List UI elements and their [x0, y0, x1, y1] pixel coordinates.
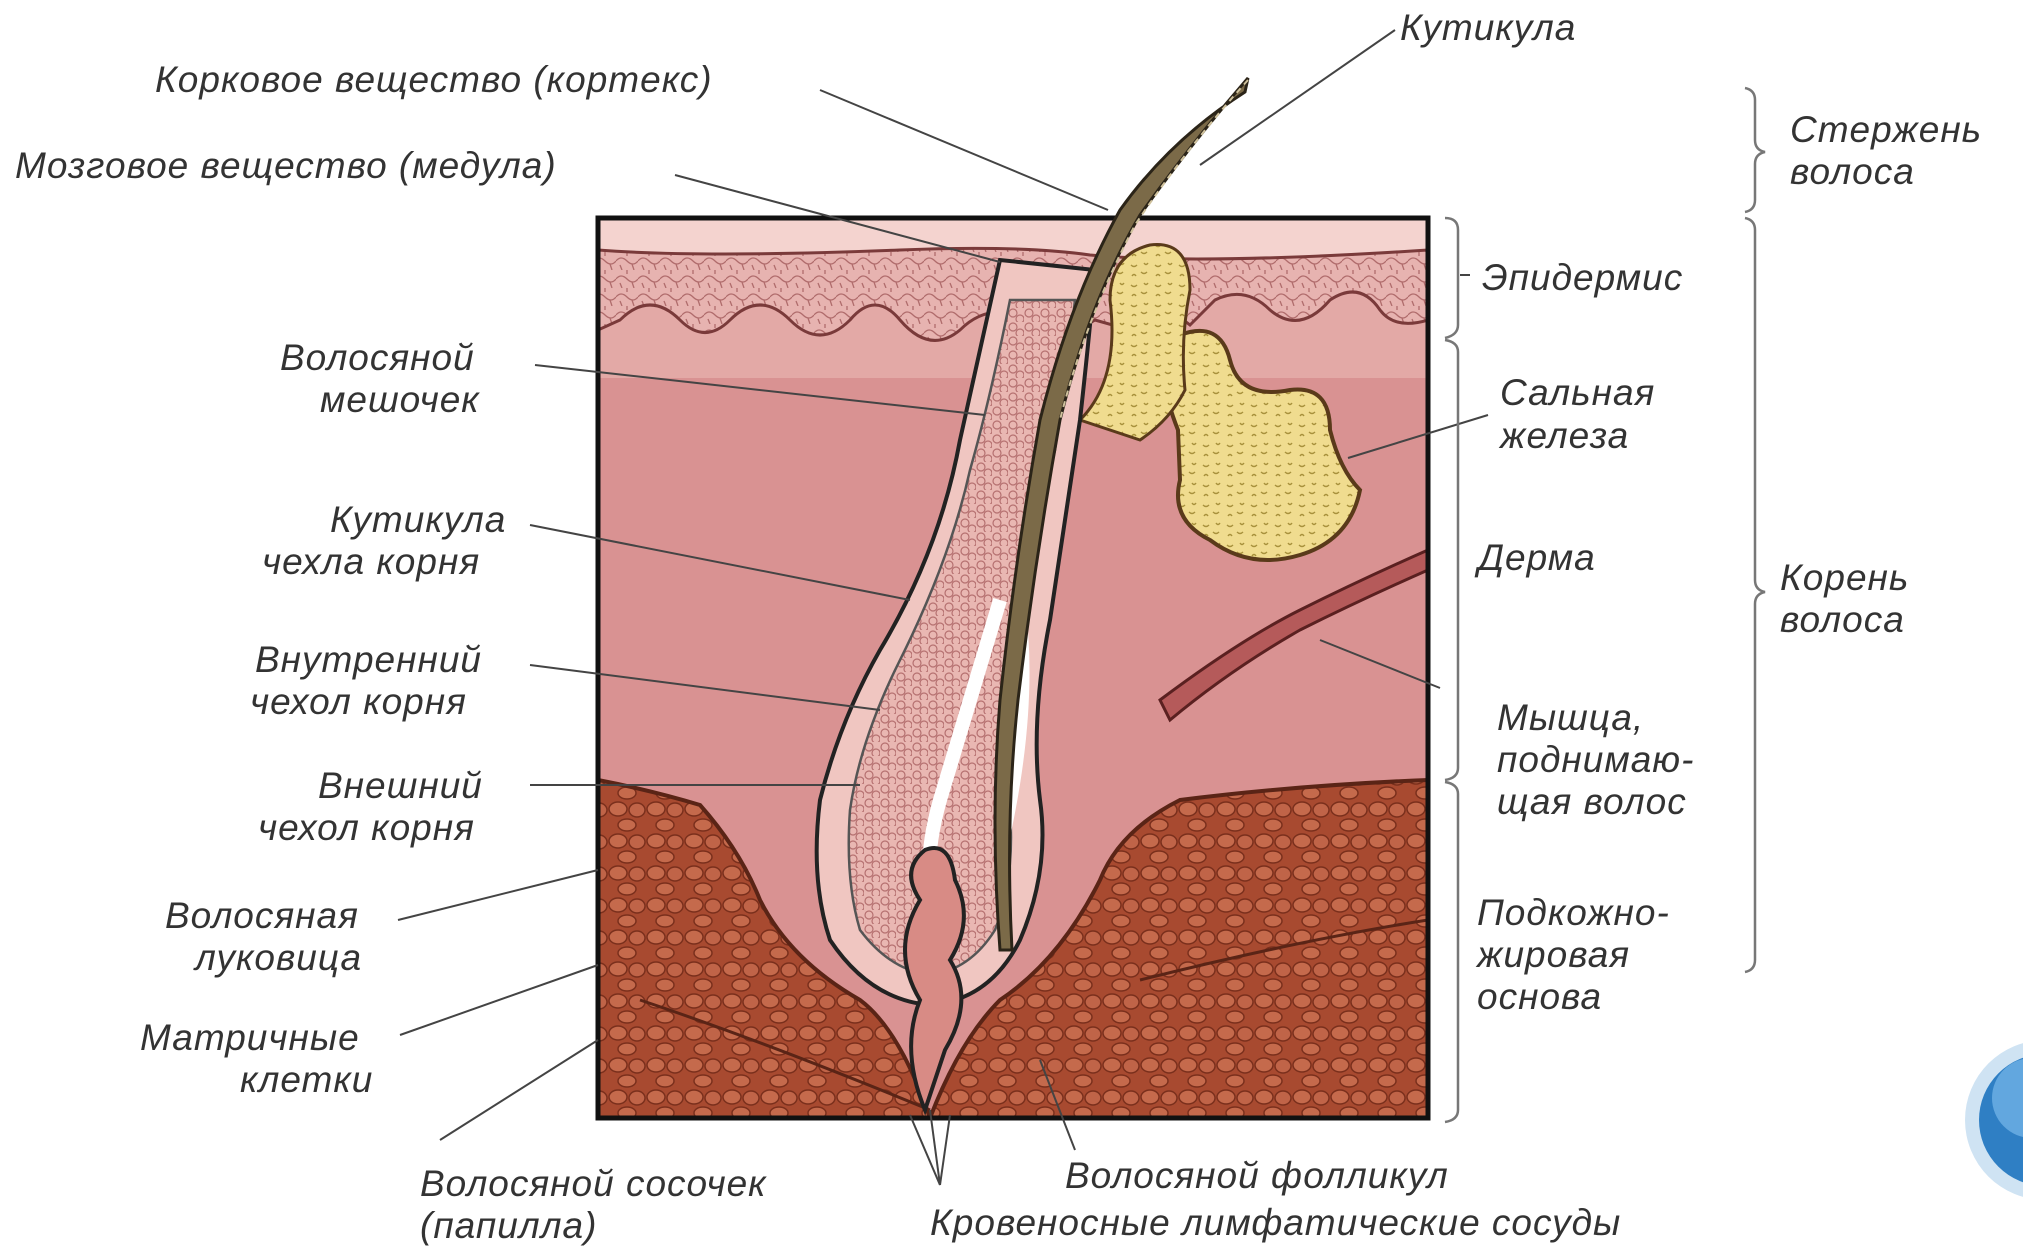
label-medulla: Мозговое вещество (медула) [15, 145, 557, 186]
label-epidermis: Эпидермис [1482, 257, 1683, 298]
label-dermis: Дерма [1474, 537, 1596, 578]
label-sebaceous-1: Сальная [1500, 372, 1655, 413]
label-muscle-2: поднимаю- [1497, 739, 1694, 780]
label-shaft-2: волоса [1790, 151, 1915, 192]
label-matrix-1: Матричные [140, 1017, 360, 1058]
label-vessels: Кровеносные лимфатические сосуды [930, 1202, 1621, 1243]
label-papilla-1: Волосяной сосочек [420, 1163, 767, 1204]
label-hair-sac-1: Волосяной [280, 337, 475, 378]
label-shaft-1: Стержень [1790, 109, 1982, 150]
label-outer-sheath-1: Внешний [318, 765, 483, 806]
label-cuticle: Кутикула [1400, 7, 1576, 48]
label-matrix-2: клетки [240, 1059, 373, 1100]
label-cortex: Корковое вещество (кортекс) [155, 59, 713, 100]
nav-orb-icon[interactable] [1965, 1040, 2023, 1200]
label-bulb-2: луковица [193, 937, 362, 978]
label-papilla-2: (папилла) [420, 1205, 597, 1246]
label-bulb-1: Волосяная [165, 895, 359, 936]
label-root-cuticle-2: чехла корня [262, 541, 480, 582]
label-hair-sac-2: мешочек [320, 379, 480, 420]
label-root-cuticle-1: Кутикула [330, 499, 506, 540]
label-root-1: Корень [1780, 557, 1909, 598]
label-root-2: волоса [1780, 599, 1905, 640]
label-subcut-2: жировая [1475, 934, 1630, 975]
label-muscle-3: щая волос [1497, 781, 1687, 822]
label-follicle: Волосяной фолликул [1065, 1155, 1449, 1196]
label-subcut-1: Подкожно- [1477, 892, 1670, 933]
label-sebaceous-2: железа [1498, 415, 1629, 456]
label-muscle-1: Мышца, [1497, 697, 1644, 738]
label-inner-sheath-2: чехол корня [250, 681, 467, 722]
label-subcut-3: основа [1477, 976, 1602, 1017]
label-inner-sheath-1: Внутренний [255, 639, 482, 680]
label-outer-sheath-2: чехол корня [258, 807, 475, 848]
